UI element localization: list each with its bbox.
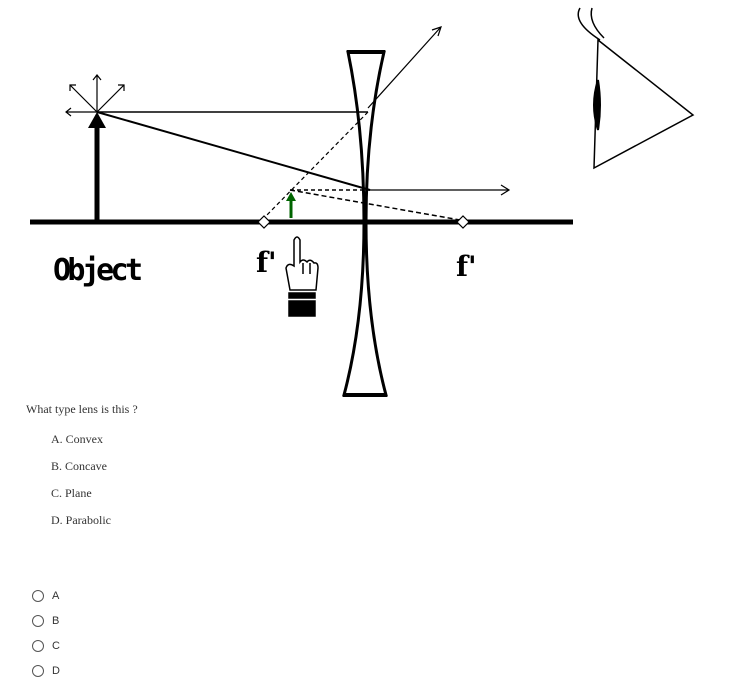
eye-icon <box>577 7 695 170</box>
answer-option-d[interactable]: D <box>32 665 60 677</box>
answer-option-b[interactable]: B <box>32 615 59 627</box>
radio-button[interactable] <box>32 590 44 602</box>
focal-point-left <box>257 215 271 229</box>
choice-a: A. Convex <box>51 432 103 446</box>
choice-c: C. Plane <box>51 486 92 500</box>
object-label: Object <box>53 253 143 288</box>
answer-label: A <box>52 590 60 602</box>
ray-virtual-focus <box>289 189 461 221</box>
ray-virtual-back <box>261 111 369 221</box>
question-text: What type lens is this ? <box>26 402 138 416</box>
lens-diagram: Object f' f' <box>30 7 695 397</box>
answer-label: B <box>52 615 60 627</box>
choice-d: D. Parabolic <box>51 513 111 527</box>
focal-label-left: f' <box>256 246 277 279</box>
radio-button[interactable] <box>32 615 44 627</box>
ray-center <box>96 111 371 191</box>
radio-button[interactable] <box>32 665 44 677</box>
object-arrow <box>65 74 125 220</box>
focal-label-right: f' <box>456 250 477 283</box>
focal-point-right <box>456 215 470 229</box>
radio-button[interactable] <box>32 640 44 652</box>
answer-option-a[interactable]: A <box>32 590 59 602</box>
choice-b: B. Concave <box>51 459 107 473</box>
answer-label: D <box>52 665 60 677</box>
answer-label: C <box>52 640 60 652</box>
virtual-image-arrow <box>286 192 296 218</box>
ray-refracted-up <box>367 27 441 109</box>
pointing-hand-icon <box>285 236 319 317</box>
answer-option-c[interactable]: C <box>32 640 60 652</box>
